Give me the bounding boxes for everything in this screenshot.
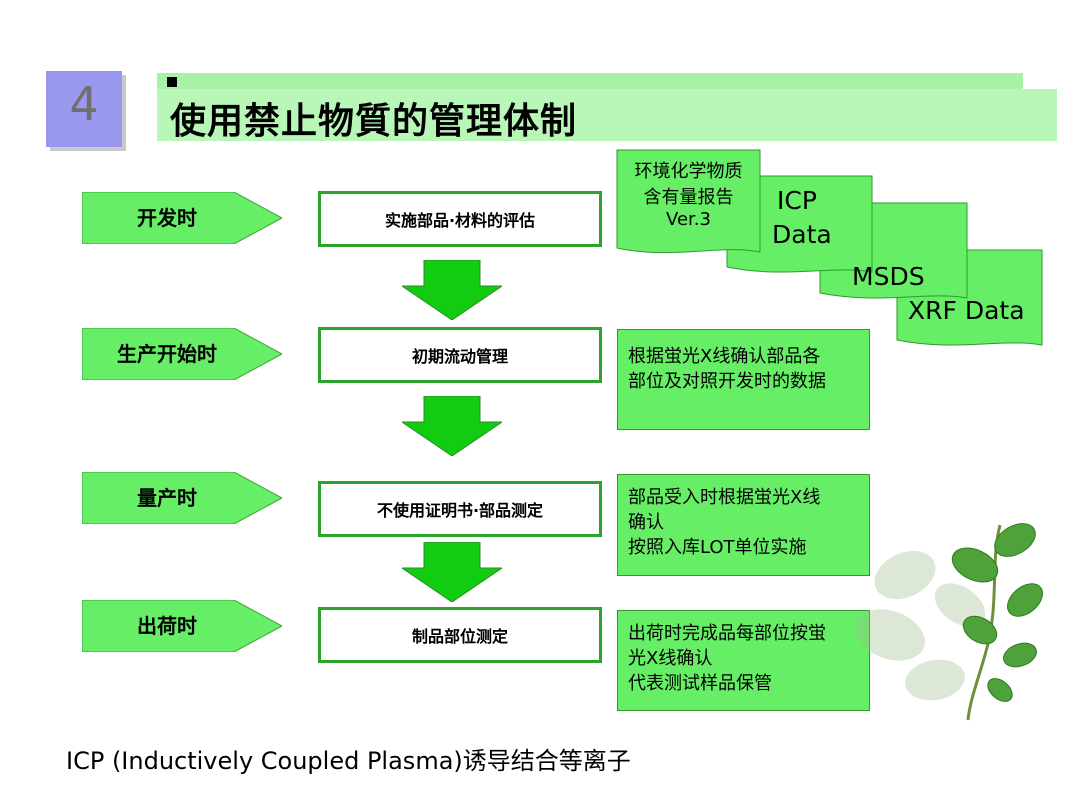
vine-stem xyxy=(966,524,1002,721)
process-box-initial-flow: 初期流动管理 xyxy=(318,327,602,383)
section-number: 4 xyxy=(69,77,99,131)
icp-doc-line: ICP xyxy=(777,186,817,215)
down-arrow-icon xyxy=(402,260,502,320)
note-box-receiving: 部品受入时根据蛍光X线 确认 按照入库LOT单位实施 xyxy=(617,474,870,576)
phase-development: 开发时 xyxy=(82,192,282,244)
down-arrow-icon xyxy=(402,396,502,456)
phase-label: 出荷时 xyxy=(137,614,197,638)
phase-label: 生产开始时 xyxy=(117,342,217,366)
process-box-certificate: 不使用证明书·部品测定 xyxy=(318,481,602,537)
icp-doc: ICP Data xyxy=(770,186,850,256)
icp-doc-line: Data xyxy=(772,220,832,249)
process-box-product-measure: 制品部位测定 xyxy=(318,607,602,663)
msds-doc-label: MSDS xyxy=(852,262,925,291)
report-doc-shape xyxy=(616,149,761,254)
footer-note: ICP (Inductively Coupled Plasma)诱导结合等离子 xyxy=(66,747,631,775)
page-title: 使用禁止物質的管理体制 xyxy=(170,101,578,142)
icp-doc-shape xyxy=(726,175,873,273)
note-line: 确认 xyxy=(628,512,664,533)
report-line: 环境化学物质 xyxy=(634,161,743,182)
phase-shipment: 出荷时 xyxy=(82,600,282,652)
note-line: 出荷时完成品每部位按蛍 xyxy=(628,623,826,644)
note-line: 光X线确认 xyxy=(628,648,713,669)
note-box-initial: 根据蛍光X线确认部品各 部位及对照开发时的数据 xyxy=(617,329,870,430)
chevron-shape xyxy=(82,600,282,652)
msds-doc: MSDS xyxy=(852,262,952,296)
green-leaves xyxy=(951,523,1043,702)
xrf-doc: XRF Data xyxy=(908,296,1038,330)
title-bar xyxy=(157,89,1057,141)
phase-production-start: 生产开始时 xyxy=(82,328,282,380)
down-arrow-icon xyxy=(402,542,502,602)
note-box-shipment: 出荷时完成品每部位按蛍 光X线确认 代表测试样品保管 xyxy=(617,610,870,711)
xrf-doc-label: XRF Data xyxy=(908,296,1025,325)
phase-mass-production: 量产时 xyxy=(82,472,282,524)
chevron-shape xyxy=(82,472,282,524)
faded-leaves xyxy=(855,550,986,701)
note-line: 按照入库LOT单位实施 xyxy=(628,537,807,558)
report-line: Ver.3 xyxy=(666,209,711,230)
report-line: 含有量报告 xyxy=(643,187,734,208)
note-line: 部位及对照开发时的数据 xyxy=(628,371,826,392)
process-box-evaluation: 实施部品·材料的评估 xyxy=(318,191,602,247)
phase-label: 开发时 xyxy=(137,206,197,230)
leaf-decoration xyxy=(855,523,1043,721)
title-bullet-icon xyxy=(167,77,177,87)
phase-label: 量产时 xyxy=(137,486,197,510)
document-stack xyxy=(616,149,1043,346)
note-line: 部品受入时根据蛍光X线 xyxy=(628,487,821,508)
section-number-box: 4 xyxy=(46,71,122,147)
title-bar-accent xyxy=(157,73,1023,89)
note-line: 根据蛍光X线确认部品各 xyxy=(628,346,821,367)
note-line: 代表测试样品保管 xyxy=(628,673,772,694)
chevron-shape xyxy=(82,328,282,380)
chevron-shape xyxy=(82,192,282,244)
report-doc: 环境化学物质 含有量报告 Ver.3 xyxy=(617,150,760,240)
